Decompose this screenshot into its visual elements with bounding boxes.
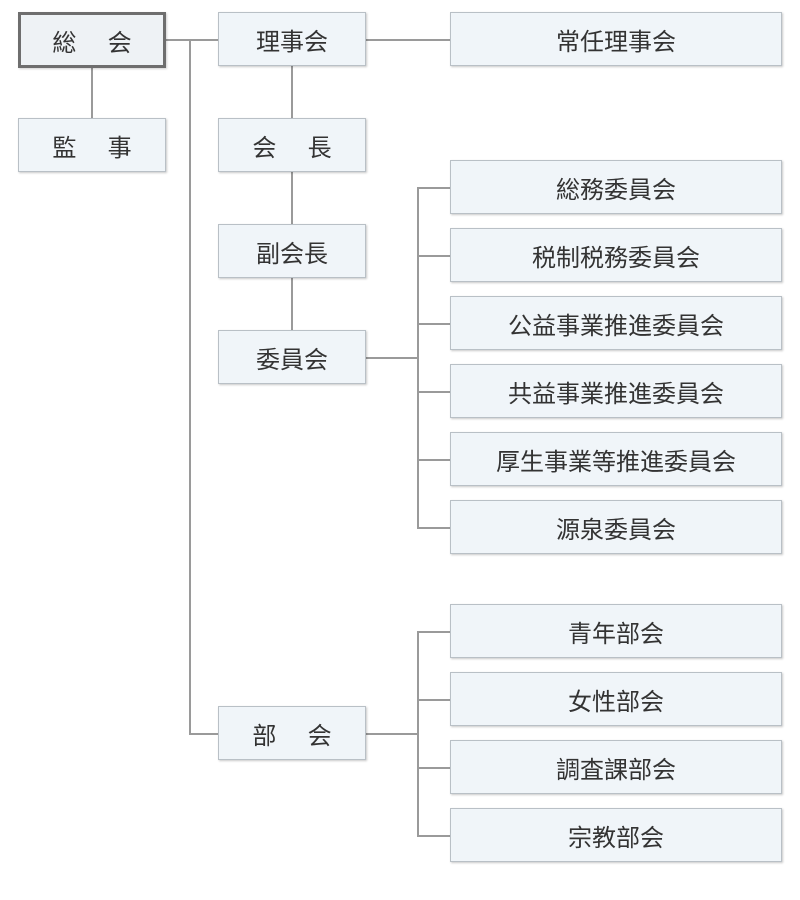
connector-committees-bracket: [417, 187, 419, 529]
node-label: 委員会: [256, 345, 328, 374]
node-label: 公益事業推進委員会: [508, 311, 724, 340]
connector-board-standing-board: [366, 39, 450, 41]
node-label: 監事: [52, 133, 163, 162]
node-label: 厚生事業等推進委員会: [496, 447, 736, 476]
connector-committee-tick: [417, 527, 450, 529]
node-label: 宗教部会: [568, 823, 664, 852]
node-label: 女性部会: [568, 687, 664, 716]
connector-general-assembly-auditors: [91, 66, 93, 118]
node-label: 総会: [52, 28, 163, 57]
connector-committee-tick: [417, 391, 450, 393]
node-sections: 部会: [218, 706, 366, 760]
node-chairman: 会長: [218, 118, 366, 172]
node-committee: 税制税務委員会: [450, 228, 782, 282]
node-label: 副会長: [256, 239, 328, 268]
connector-committees-branch: [366, 357, 418, 359]
connector-section-tick: [417, 767, 450, 769]
connector-committee-tick: [417, 255, 450, 257]
node-label: 源泉委員会: [556, 515, 676, 544]
node-committee: 厚生事業等推進委員会: [450, 432, 782, 486]
node-committee: 共益事業推進委員会: [450, 364, 782, 418]
node-committee: 公益事業推進委員会: [450, 296, 782, 350]
connector-committee-tick: [417, 459, 450, 461]
node-standing-board: 常任理事会: [450, 12, 782, 66]
node-committee: 源泉委員会: [450, 500, 782, 554]
connector-board-chairman: [291, 66, 293, 118]
connector-chairman-vice-chairman: [291, 172, 293, 224]
node-label: 理事会: [256, 27, 328, 56]
node-label: 総務委員会: [556, 175, 676, 204]
node-committee: 総務委員会: [450, 160, 782, 214]
node-section: 青年部会: [450, 604, 782, 658]
node-label: 共益事業推進委員会: [508, 379, 724, 408]
connector-committee-tick: [417, 323, 450, 325]
connector-trunk-sections: [189, 733, 218, 735]
connector-section-tick: [417, 631, 450, 633]
node-label: 青年部会: [568, 619, 664, 648]
node-general-assembly: 総会: [18, 12, 166, 68]
connector-sections-branch: [366, 733, 418, 735]
node-section: 女性部会: [450, 672, 782, 726]
node-committees: 委員会: [218, 330, 366, 384]
node-auditors: 監事: [18, 118, 166, 172]
connector-section-tick: [417, 835, 450, 837]
connector-sections-bracket: [417, 631, 419, 837]
connector-trunk-to-sections: [189, 39, 191, 734]
connector-vice-chairman-committees: [291, 278, 293, 330]
node-board: 理事会: [218, 12, 366, 66]
node-label: 税制税務委員会: [532, 243, 700, 272]
node-label: 部会: [252, 721, 363, 750]
connector-committee-tick: [417, 187, 450, 189]
connector-section-tick: [417, 699, 450, 701]
node-label: 調査課部会: [556, 755, 676, 784]
node-label: 常任理事会: [556, 27, 676, 56]
connector-general-assembly-board: [166, 39, 218, 41]
node-vice-chairman: 副会長: [218, 224, 366, 278]
node-section: 宗教部会: [450, 808, 782, 862]
node-label: 会長: [252, 133, 363, 162]
node-section: 調査課部会: [450, 740, 782, 794]
